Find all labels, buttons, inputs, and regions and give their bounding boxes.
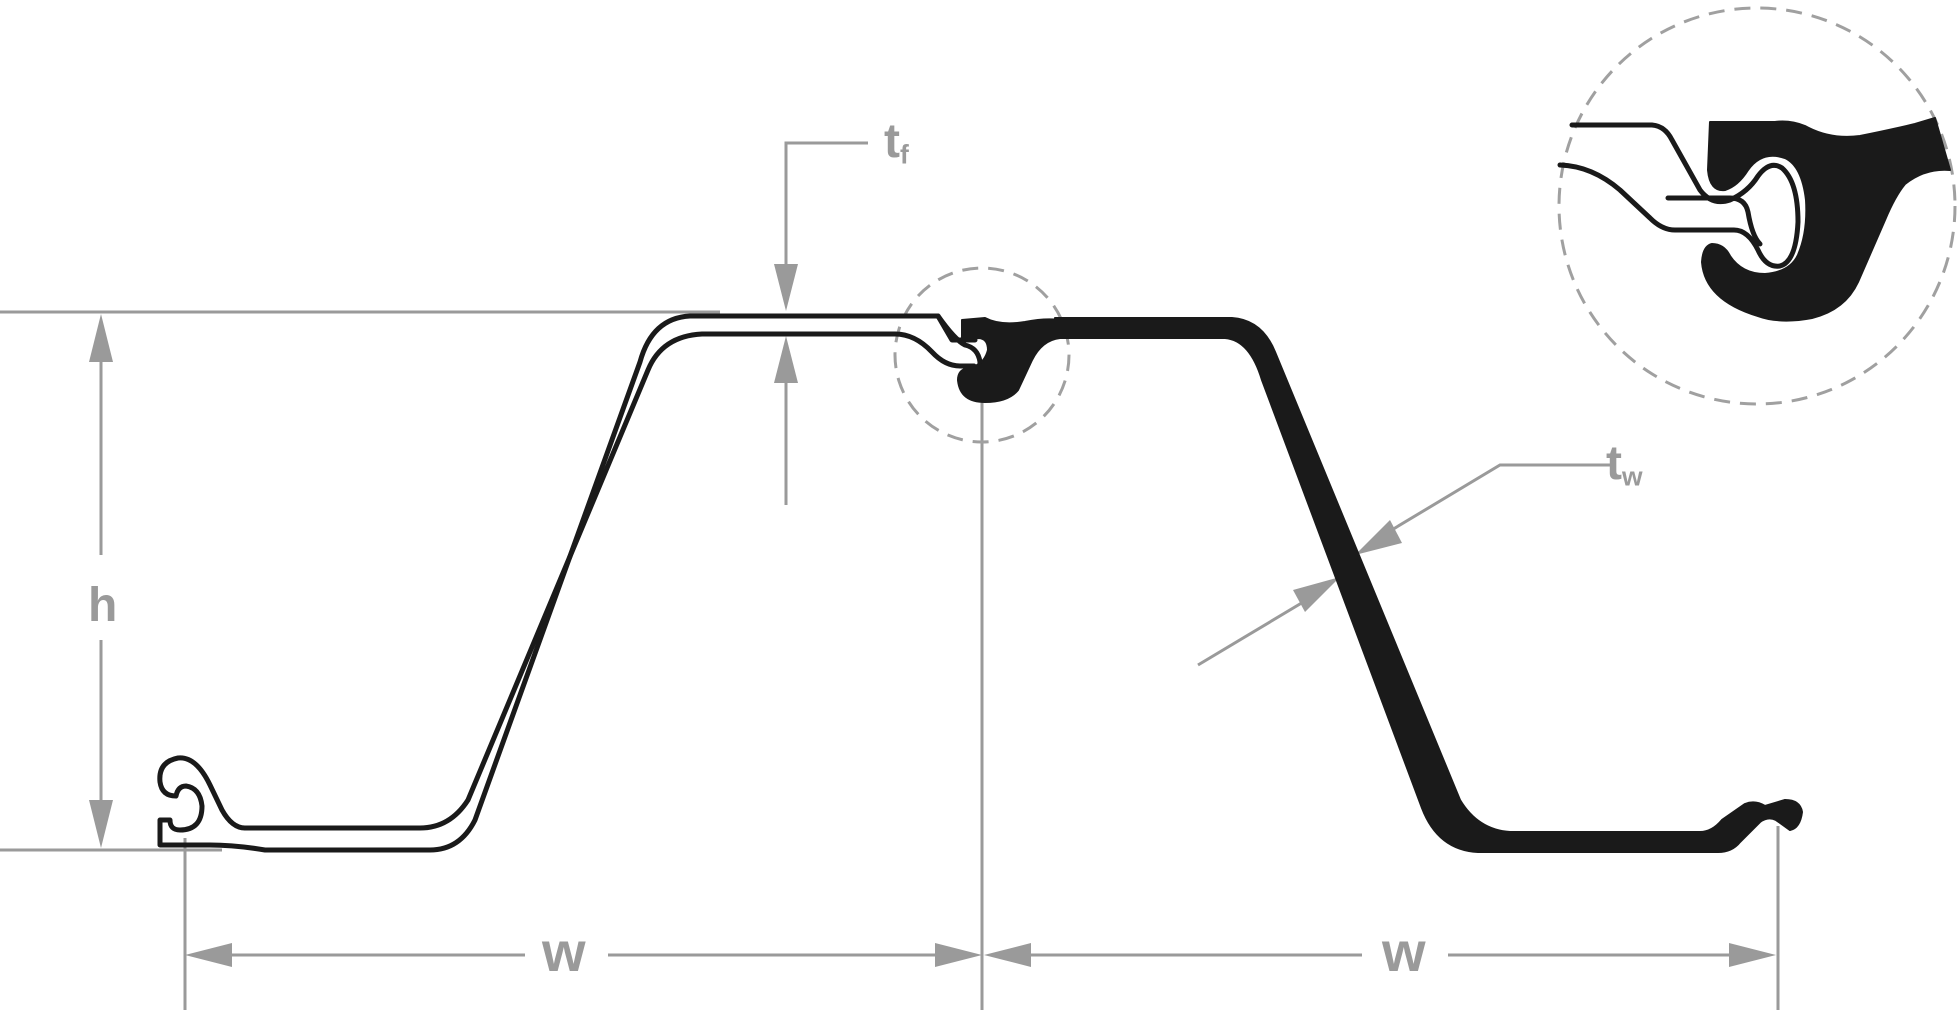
- interlock-detail-circle-small: [893, 266, 1071, 444]
- web-thickness-subscript: w: [1621, 461, 1643, 492]
- interlock-detail-enlargement: [1557, 117, 1951, 322]
- web-thickness-label: tw: [1606, 440, 1643, 490]
- width-label-right: w: [1382, 920, 1426, 983]
- interlock-detail-circle-large: [1557, 6, 1957, 406]
- flange-thickness-label: tf: [884, 118, 909, 168]
- left-pile-section: [157, 313, 983, 853]
- width-dimension-left: [183, 838, 982, 1010]
- flange-thickness-subscript: f: [899, 139, 909, 170]
- flange-thickness-symbol: t: [884, 115, 900, 168]
- web-thickness-dimension: [1197, 463, 1610, 667]
- web-thickness-symbol: t: [1606, 437, 1622, 490]
- height-dimension: [89, 314, 113, 848]
- right-pile-section: [957, 317, 1803, 853]
- height-label: h: [88, 579, 118, 632]
- width-label-left: w: [542, 920, 586, 983]
- width-dimension-right: [984, 826, 1780, 1010]
- flange-thickness-dimension: [774, 141, 868, 505]
